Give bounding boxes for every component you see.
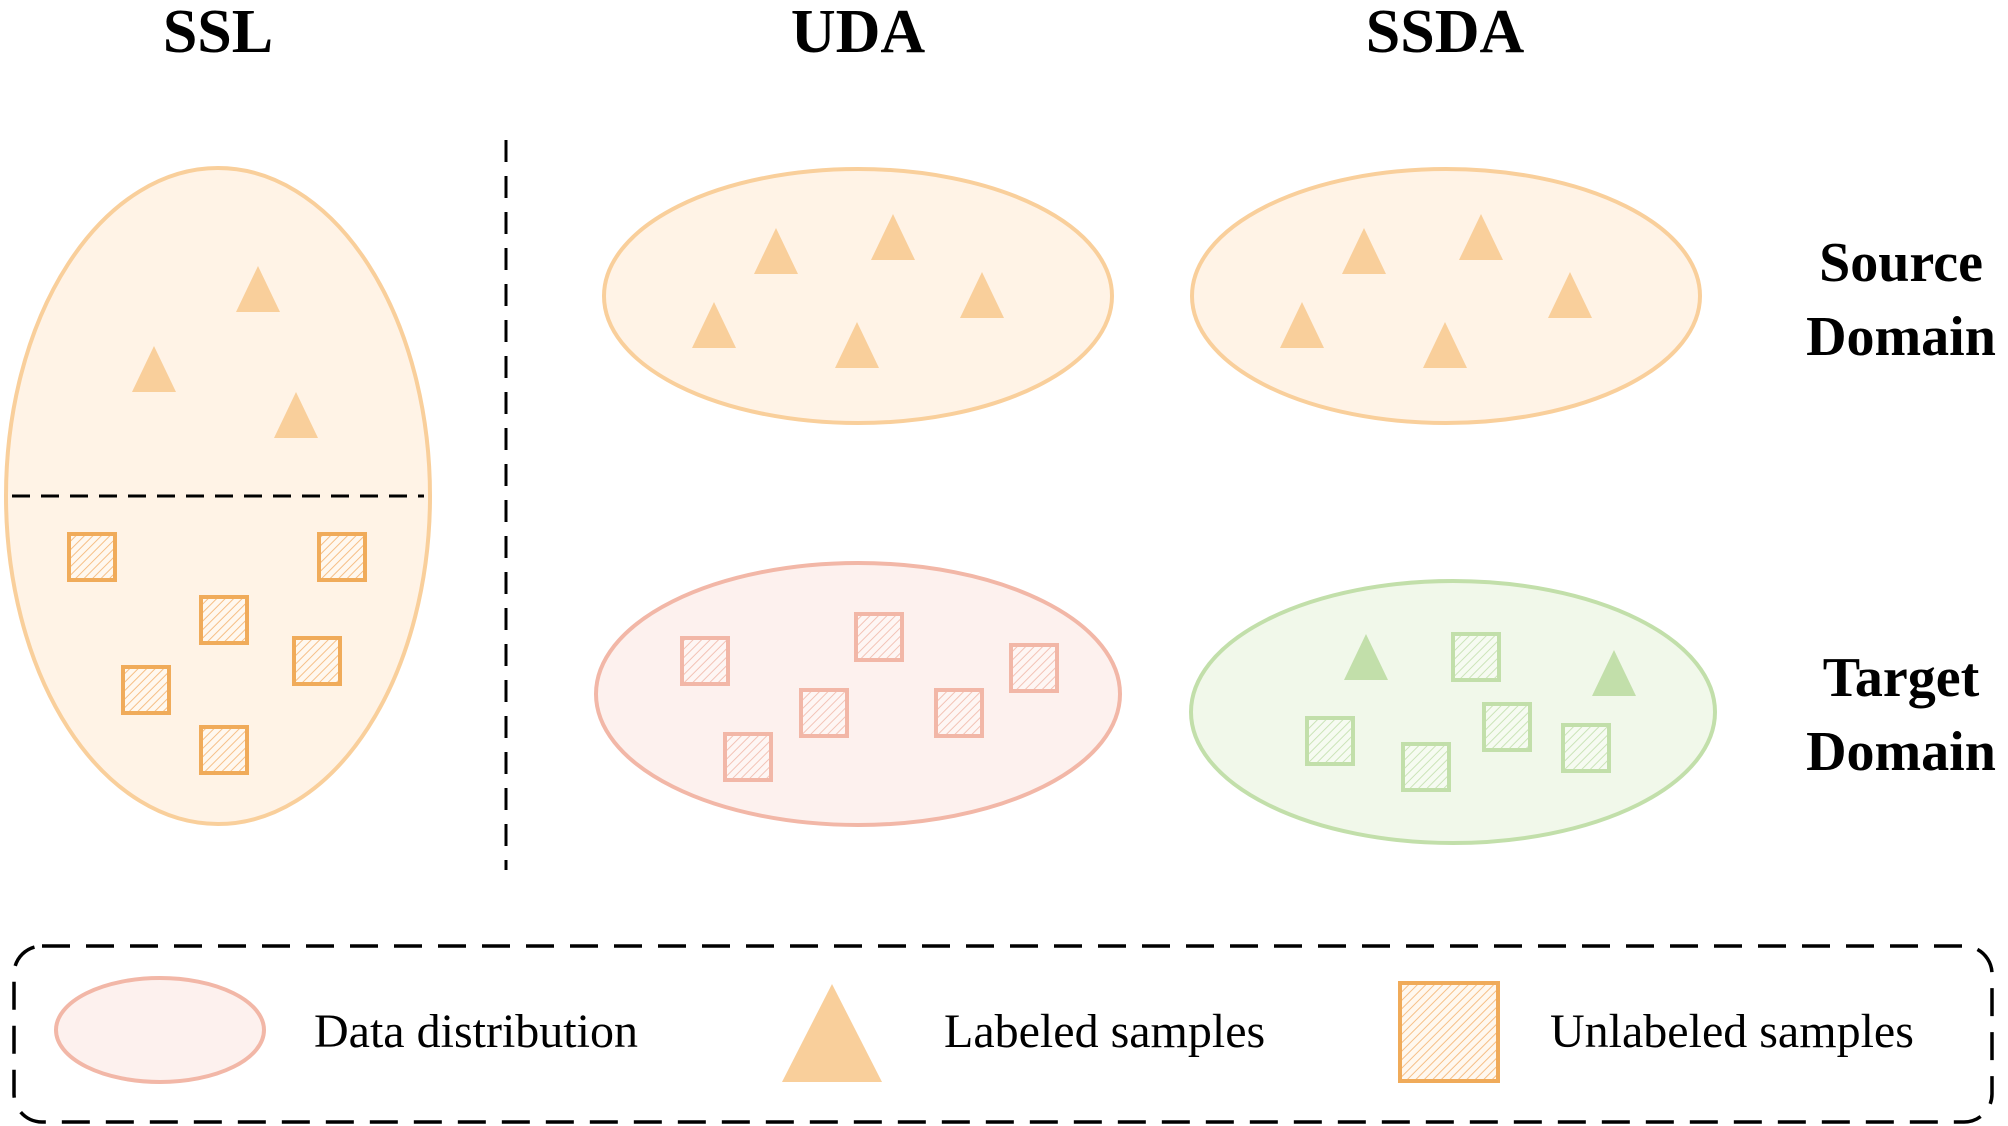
triangle-icon	[1548, 272, 1592, 318]
ellipse-icon	[1189, 579, 1717, 845]
hatched-square-icon	[67, 532, 117, 582]
title-uda: UDA	[791, 0, 926, 66]
source-domain-label-line1: Source	[1819, 232, 1983, 294]
hatched-square-icon	[1482, 702, 1532, 752]
hatched-square-icon	[199, 595, 249, 645]
hatched-square-icon	[934, 688, 984, 738]
triangle-icon	[236, 266, 280, 312]
triangle-icon	[835, 322, 879, 368]
ellipse-icon	[602, 167, 1114, 425]
triangle-icon	[1592, 650, 1636, 696]
hatched-square-icon	[1305, 716, 1355, 766]
triangle-icon	[132, 346, 176, 392]
ssda-source-distribution	[1190, 167, 1702, 425]
hatched-square-icon	[317, 532, 367, 582]
ssl-labeled-samples	[132, 266, 318, 438]
hatched-square-icon	[199, 725, 249, 775]
triangle-icon	[1280, 302, 1324, 348]
hatched-square-icon	[854, 612, 904, 662]
legend-unlabeled-label: Unlabeled samples	[1550, 1005, 1914, 1058]
hatched-square-icon	[1401, 742, 1451, 792]
legend: Data distribution Labeled samples Unlabe…	[12, 944, 1994, 1124]
ellipse-icon	[1190, 167, 1702, 425]
triangle-icon	[1342, 228, 1386, 274]
uda-target-distribution	[594, 561, 1122, 827]
hatched-square-icon	[799, 688, 849, 738]
ssl-distribution	[4, 166, 432, 826]
triangle-icon	[754, 228, 798, 274]
ellipse-icon	[54, 976, 266, 1084]
target-domain-label-line1: Target	[1823, 647, 1980, 709]
hatched-square-icon	[121, 665, 171, 715]
triangle-icon	[871, 214, 915, 260]
hatched-square-icon	[1451, 632, 1501, 682]
hatched-square-icon	[680, 636, 730, 686]
target-domain-label-line2: Domain	[1806, 721, 1996, 783]
source-domain-label-line2: Domain	[1806, 306, 1996, 368]
ssl-unlabeled-samples	[67, 532, 367, 775]
uda-source-distribution	[602, 167, 1114, 425]
hatched-square-icon	[1561, 723, 1611, 773]
hatched-square-icon	[292, 636, 342, 686]
title-ssda: SSDA	[1366, 0, 1525, 66]
ssda-target-distribution	[1189, 579, 1717, 845]
legend-distribution-label: Data distribution	[314, 1005, 638, 1058]
legend-labeled-label: Labeled samples	[944, 1005, 1265, 1058]
triangle-icon	[782, 984, 882, 1082]
hatched-square-icon	[1398, 981, 1500, 1083]
triangle-icon	[1423, 322, 1467, 368]
title-ssl: SSL	[163, 0, 273, 66]
triangle-icon	[960, 272, 1004, 318]
triangle-icon	[1459, 214, 1503, 260]
hatched-square-icon	[723, 732, 773, 782]
legend-box	[12, 944, 1994, 1124]
triangle-icon	[692, 302, 736, 348]
hatched-square-icon	[1009, 643, 1059, 693]
ellipse-icon	[594, 561, 1122, 827]
triangle-icon	[274, 392, 318, 438]
triangle-icon	[1344, 634, 1388, 680]
